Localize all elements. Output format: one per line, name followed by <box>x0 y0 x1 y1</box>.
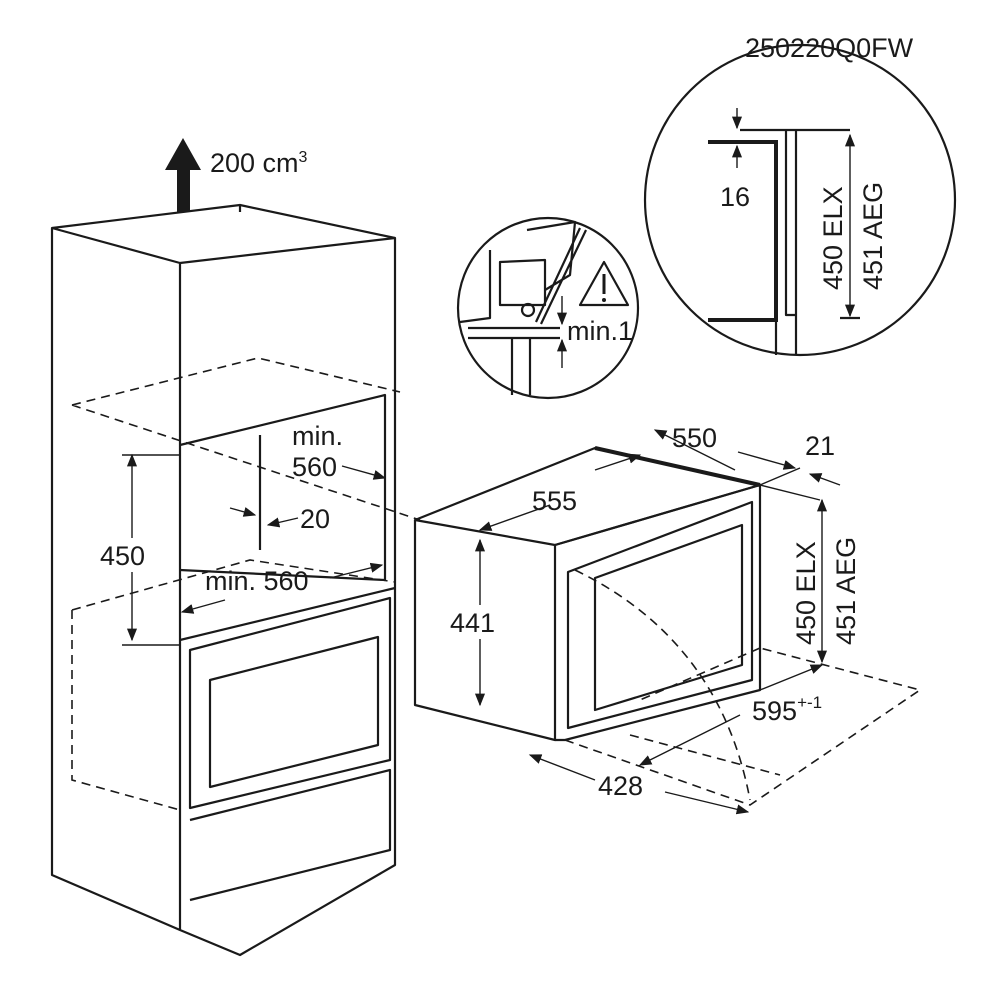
niche-height-elx: 450 ELX <box>791 541 821 645</box>
clearance-detail: min.1 <box>456 216 640 400</box>
offset-label: 16 <box>720 182 750 212</box>
ventilation-label: 200 cm3 <box>210 148 308 178</box>
tall-cabinet <box>50 203 397 957</box>
height-detail: 16 450 ELX 451 AEG <box>643 43 957 357</box>
min-depth-value: 560 <box>292 452 337 482</box>
warning-triangle-icon <box>578 260 630 307</box>
height-label: 441 <box>450 608 495 638</box>
niche-width-label: 595+-1 <box>752 693 822 726</box>
clearance-label: min.1 <box>567 316 633 346</box>
height-aeg-label: 451 AEG <box>858 182 888 290</box>
height-elx-label: 450 ELX <box>818 186 848 290</box>
min-width-label: min. 560 <box>205 566 309 596</box>
niche-height-aeg: 451 AEG <box>831 537 861 645</box>
gap-label: 20 <box>300 504 330 534</box>
depth-label: 550 <box>672 423 717 453</box>
niche-height-label: 450 <box>100 541 145 571</box>
ventilation-arrow-icon <box>165 138 201 212</box>
min-depth-label: min. <box>292 421 343 451</box>
dashed-guides <box>71 357 922 811</box>
door-thickness-label: 21 <box>805 431 835 461</box>
width-label: 555 <box>532 486 577 516</box>
front-width-label: 428 <box>598 771 643 801</box>
